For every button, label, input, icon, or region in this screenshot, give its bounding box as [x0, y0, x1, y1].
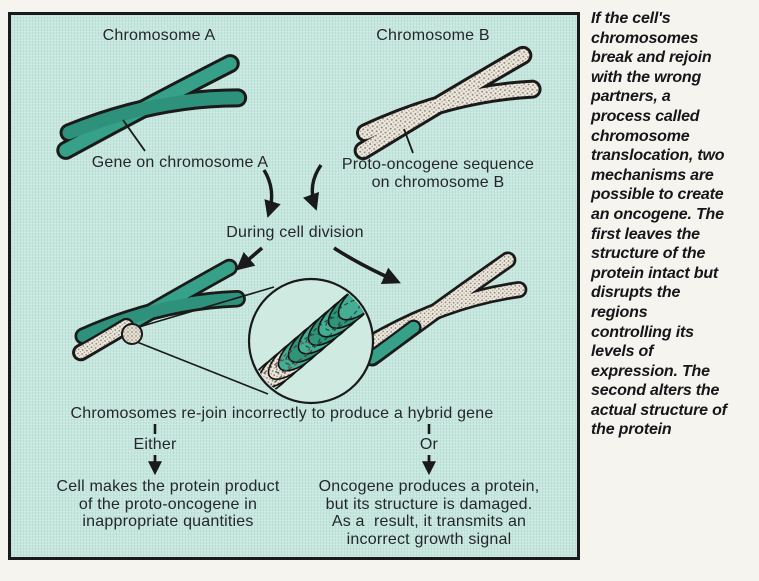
hybrid-chromosome-left	[70, 267, 241, 352]
arrow-division-to-left	[235, 246, 264, 271]
either-outcome-text: Cell makes the protein product of the pr…	[56, 478, 280, 530]
chromosome-b-label: Chromosome B	[376, 27, 490, 44]
chromosome-a-label: Chromosome A	[102, 27, 216, 44]
gene-pointer-line	[122, 119, 146, 152]
magnifier-line-bottom	[136, 341, 269, 395]
arrow-gene-to-division	[262, 169, 281, 218]
gene-a-label: Gene on chromosome A	[91, 154, 269, 171]
chromosome-b-shape	[351, 55, 538, 151]
chromosome-a-shape	[56, 63, 241, 150]
rejoin-label: Chromosomes re-join incorrectly to produ…	[70, 405, 494, 422]
or-label: Or	[419, 436, 439, 453]
proto-oncogene-label: Proto-oncogene sequence on chromosome B	[341, 156, 535, 191]
arrow-proto-to-division	[302, 164, 323, 211]
either-label: Either	[133, 436, 177, 453]
arrow-division-to-right	[333, 246, 401, 285]
or-outcome-text: Oncogene produces a protein, but its str…	[318, 478, 540, 548]
diagram-artwork	[11, 15, 577, 476]
zoom-origin-circle	[121, 323, 143, 345]
diagram-panel: Chromosome A Chromosome B Gene on chromo…	[8, 12, 580, 560]
magnifier-line-top	[138, 286, 275, 328]
caption-text: If the cell's chromosomes break and rejo…	[591, 10, 727, 439]
proto-pointer-line	[403, 128, 414, 154]
during-cell-division-label: During cell division	[226, 224, 364, 241]
